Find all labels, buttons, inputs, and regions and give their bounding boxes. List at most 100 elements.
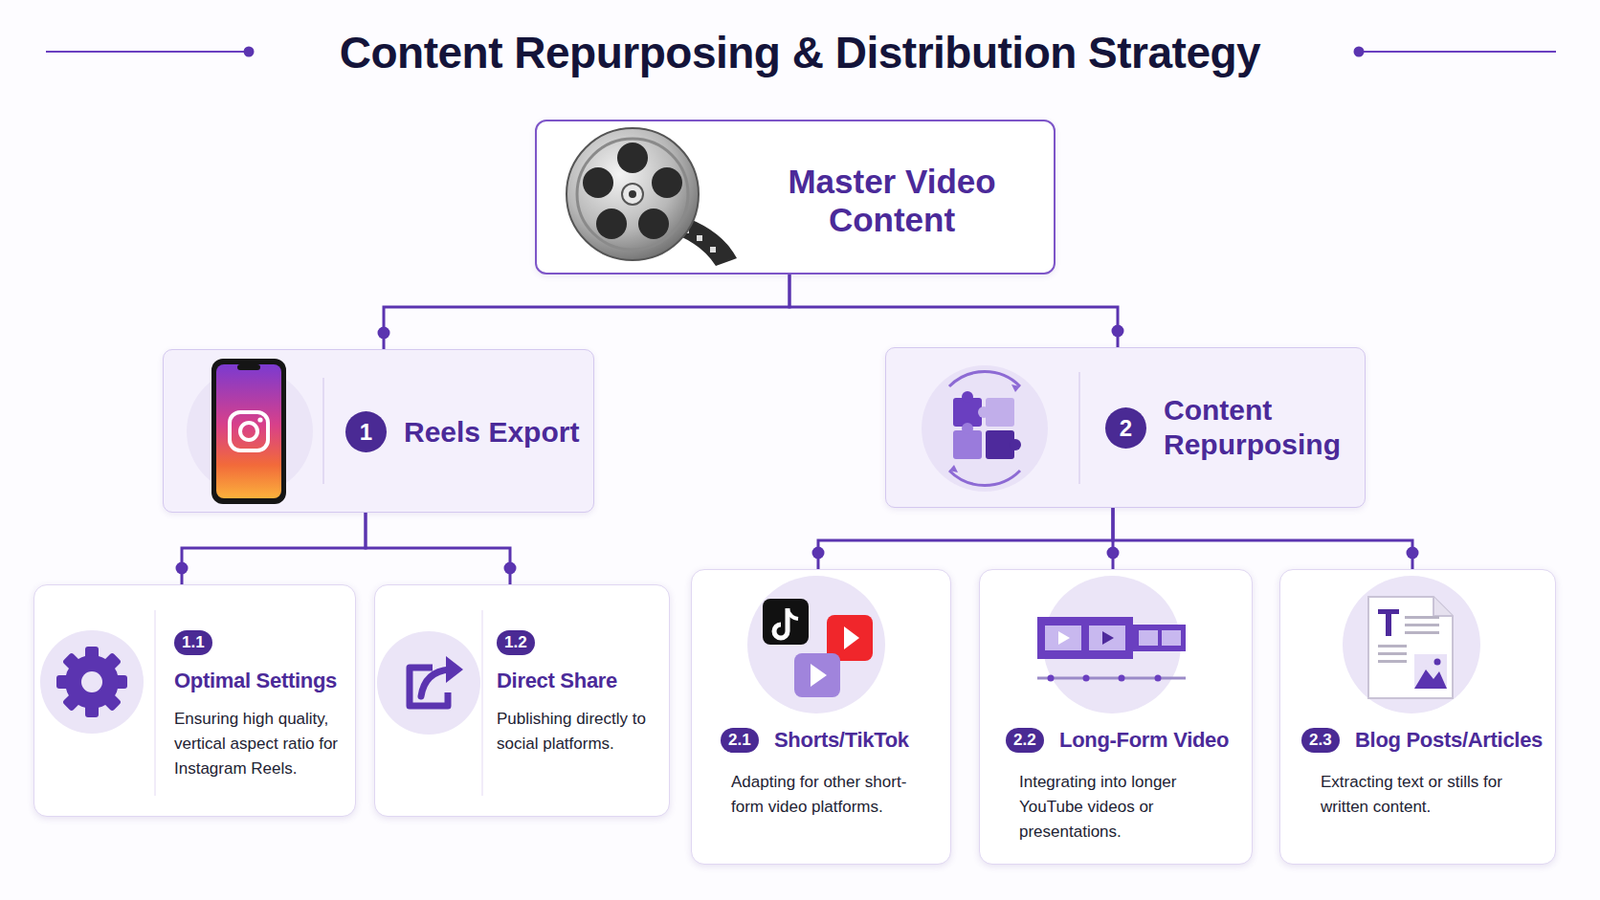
film-strip-icon <box>1138 630 1158 646</box>
gear-icon <box>62 652 122 712</box>
film-strip-icon <box>1044 625 1082 651</box>
instagram-phone-icon <box>237 364 261 371</box>
leaf-card: 1.1Optimal SettingsEnsuring high quality… <box>33 584 356 818</box>
share-icon <box>377 631 481 735</box>
instagram-phone-icon <box>229 412 268 451</box>
puzzle-icon <box>949 372 1021 387</box>
film-strip-icon <box>1043 576 1181 714</box>
film-reel-icon <box>582 167 614 199</box>
film-reel-icon <box>696 235 703 242</box>
card-divider <box>322 377 325 485</box>
instagram-phone-icon <box>257 417 263 423</box>
connector-dot <box>812 547 825 560</box>
share-icon <box>377 631 481 735</box>
tree-connector <box>365 512 517 585</box>
film-reel-icon <box>577 138 689 250</box>
puzzle-icon <box>961 391 974 403</box>
document-icon <box>1404 631 1440 635</box>
box-title: Reels Export <box>403 415 579 450</box>
card-divider <box>154 610 156 797</box>
category-box: 1 Reels Export <box>162 349 595 513</box>
connector-line <box>181 512 366 585</box>
title-holder: Content Repurposing & Distribution Strat… <box>0 26 1600 79</box>
card-divider <box>481 610 484 797</box>
document-icon <box>1434 659 1442 667</box>
leaf-card: 2.2Long-Form VideoIntegrating into longe… <box>978 569 1253 866</box>
puzzle-icon <box>1009 439 1022 451</box>
step-number: 2.2 <box>1005 728 1045 754</box>
gear-icon <box>40 630 144 734</box>
root-box: Master Video Content <box>534 119 1056 275</box>
short-video-icons <box>787 610 799 620</box>
gear-icon <box>62 652 122 712</box>
film-strip-icon <box>1037 617 1134 660</box>
document-icon <box>1377 660 1407 664</box>
connector-line <box>789 274 1118 348</box>
tree-connector <box>812 508 1114 570</box>
title-rule <box>1360 50 1556 53</box>
instagram-phone-icon <box>186 368 313 495</box>
short-video-icons <box>844 626 860 650</box>
film-reel-icon <box>638 208 669 240</box>
film-reel-icon <box>622 183 644 205</box>
document-icon <box>1414 669 1447 689</box>
film-strip-icon <box>1083 675 1090 683</box>
puzzle-icon <box>921 365 1048 492</box>
short-video-icons <box>810 664 827 688</box>
share-icon <box>409 667 448 707</box>
film-reel-icon <box>651 167 683 199</box>
film-reel-icon <box>628 190 637 199</box>
film-reel-icon <box>683 227 689 234</box>
film-strip-icon <box>1155 675 1162 683</box>
puzzle-icon <box>977 406 990 419</box>
leaf-card: 1.2Direct SharePublishing directly to so… <box>374 584 670 818</box>
card-divider <box>1078 372 1081 485</box>
tree-connector <box>176 512 367 585</box>
box-title: Master Video Content <box>762 162 1022 240</box>
gear-icon <box>65 655 119 710</box>
connector-dot <box>377 327 391 340</box>
film-reel-icon <box>617 142 648 174</box>
short-video-icons <box>794 653 841 698</box>
connector-dot <box>504 562 517 576</box>
puzzle-icon <box>985 430 1015 460</box>
card-title: Optimal Settings <box>174 667 337 695</box>
puzzle-icon <box>1011 384 1021 393</box>
connector-line <box>818 508 1113 570</box>
card-description: Adapting for other short-form video plat… <box>731 770 923 821</box>
instagram-phone-icon <box>240 422 258 441</box>
document-icon <box>1368 597 1453 699</box>
instagram-phone-icon <box>216 364 282 499</box>
gear-icon <box>56 646 128 718</box>
film-reel-icon <box>566 128 737 267</box>
film-reel-icon <box>660 212 737 267</box>
document-icon <box>1377 609 1400 615</box>
gear-icon <box>81 671 103 693</box>
card-description: Extracting text or stills for written co… <box>1320 770 1532 821</box>
document-icon <box>1385 609 1392 637</box>
gear-icon <box>56 675 128 689</box>
connector-dot <box>1406 547 1420 560</box>
step-number: 1 <box>345 411 387 453</box>
diagram-title: Content Repurposing & Distribution Strat… <box>339 27 1261 78</box>
tree-connector <box>1112 508 1420 570</box>
instagram-phone-icon <box>186 358 313 505</box>
step-number: 2 <box>1105 407 1147 449</box>
short-video-icons <box>774 608 788 639</box>
title-rule <box>244 46 255 58</box>
gear-icon <box>40 630 144 734</box>
film-strip-icon <box>1088 625 1126 651</box>
step-number: 2.1 <box>720 728 759 754</box>
leaf-card: 2.3Blog Posts/ArticlesExtracting text or… <box>1279 569 1556 866</box>
film-strip-icon <box>1058 631 1070 645</box>
document-icon <box>1342 576 1481 714</box>
connector-line <box>383 274 790 350</box>
film-reel-icon <box>566 128 699 261</box>
document-icon <box>1377 644 1407 648</box>
leaf-card: 2.1Shorts/TikTokAdapting for other short… <box>690 569 952 866</box>
instagram-phone-icon <box>211 358 287 505</box>
card-title: Blog Posts/Articles <box>1355 727 1543 755</box>
film-strip-icon <box>1118 675 1126 683</box>
film-strip-icon <box>1047 675 1055 683</box>
share-icon <box>421 669 450 697</box>
